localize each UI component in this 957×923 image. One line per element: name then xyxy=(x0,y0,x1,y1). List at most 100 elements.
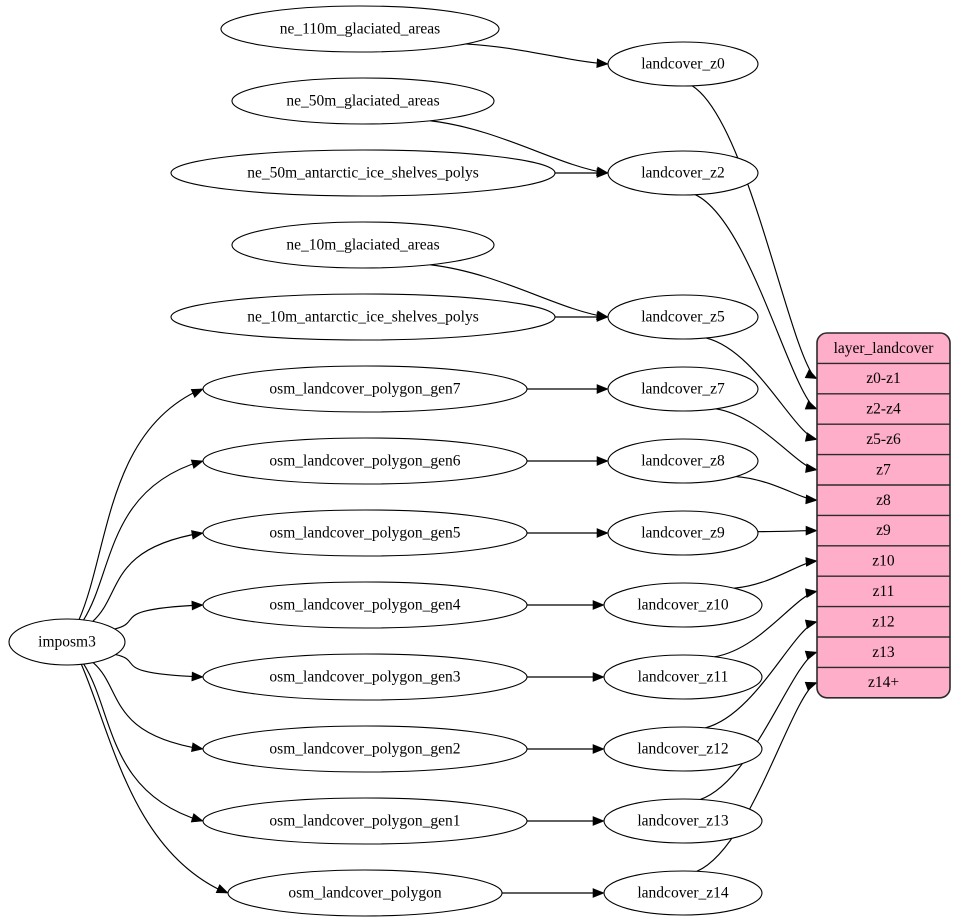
edge-imposm3-to-osm-landcover-polygon xyxy=(80,664,227,894)
node-table-osm-landcover-polygon-gen3[interactable]: osm_landcover_polygon_gen3 xyxy=(202,653,528,701)
node-label: landcover_z11 xyxy=(638,669,729,686)
edge-landcover_z14-to-layer-landcover-z14- xyxy=(696,682,816,872)
edge-landcover_z10-to-layer-landcover-z10 xyxy=(734,560,816,589)
edge-ne_10m_glaciated_areas-to-landcover-z5 xyxy=(430,264,607,318)
node-label: ne_50m_glaciated_areas xyxy=(286,93,439,110)
edge-arrowhead xyxy=(596,58,609,69)
node-view-landcover-z10[interactable]: landcover_z10 xyxy=(603,582,763,628)
node-label: osm_landcover_polygon_gen5 xyxy=(269,525,460,542)
edge-arrowhead xyxy=(804,369,818,379)
node-table-osm-landcover-polygon-gen1[interactable]: osm_landcover_polygon_gen1 xyxy=(202,797,528,845)
edge-arrowhead xyxy=(805,463,818,473)
edge-arrowhead xyxy=(592,816,605,826)
record-row-z11[interactable]: z11 xyxy=(873,583,895,600)
edge-arrowhead xyxy=(804,619,818,630)
node-ne-ne-50m-antarctic-ice-shelves-polys[interactable]: ne_50m_antarctic_ice_shelves_polys xyxy=(170,149,556,197)
edge-arrowhead xyxy=(190,388,204,398)
edge-arrowhead xyxy=(190,813,204,823)
edge-arrowhead xyxy=(805,588,818,598)
edge-landcover_z5-to-layer-landcover-z5-z6 xyxy=(705,337,816,440)
node-label: osm_landcover_polygon_gen6 xyxy=(269,453,460,470)
node-table-osm-landcover-polygon-gen7[interactable]: osm_landcover_polygon_gen7 xyxy=(202,365,528,413)
node-view-landcover-z11[interactable]: landcover_z11 xyxy=(603,654,763,700)
edge-arrowhead xyxy=(592,600,605,610)
edge-imposm3-to-osm-landcover-polygon-gen7 xyxy=(78,388,202,620)
node-view-landcover-z14[interactable]: landcover_z14 xyxy=(603,870,763,916)
node-label: landcover_z8 xyxy=(641,453,725,470)
edge-imposm3-to-osm-landcover-polygon-gen1 xyxy=(83,663,202,822)
edge-arrowhead xyxy=(592,672,605,682)
record-row-z5-z6[interactable]: z5-z6 xyxy=(866,431,901,448)
record-row-z14-[interactable]: z14+ xyxy=(868,674,899,691)
node-table-osm-landcover-polygon-gen6[interactable]: osm_landcover_polygon_gen6 xyxy=(202,437,528,485)
node-table-osm-landcover-polygon-gen4[interactable]: osm_landcover_polygon_gen4 xyxy=(202,581,528,629)
node-layer: imposm3 ne_110m_glaciated_areas ne_50m_gla… xyxy=(8,5,763,917)
node-ne-ne-110m-glaciated-areas[interactable]: ne_110m_glaciated_areas xyxy=(220,5,500,53)
edge-arrowhead xyxy=(596,456,609,466)
record-row-z13[interactable]: z13 xyxy=(872,644,895,661)
edge-imposm3-to-osm-landcover-polygon-gen3 xyxy=(115,653,202,678)
record-row-z10[interactable]: z10 xyxy=(872,553,895,570)
node-label: osm_landcover_polygon_gen3 xyxy=(269,669,460,686)
node-view-landcover-z2[interactable]: landcover_z2 xyxy=(607,150,759,196)
edge-arrowhead xyxy=(592,888,605,898)
node-table-osm-landcover-polygon[interactable]: osm_landcover_polygon xyxy=(227,869,503,917)
edge-landcover_z2-to-layer-landcover-z2-z4 xyxy=(695,194,816,410)
edge-imposm3-to-osm-landcover-polygon-gen4 xyxy=(114,604,202,630)
node-ne-ne-10m-antarctic-ice-shelves-polys[interactable]: ne_10m_antarctic_ice_shelves_polys xyxy=(170,293,556,341)
record-header: layer_landcover xyxy=(834,340,935,357)
node-view-landcover-z12[interactable]: landcover_z12 xyxy=(603,726,763,772)
edge-arrowhead xyxy=(805,525,818,536)
node-label: landcover_z14 xyxy=(637,885,728,902)
edge-arrowhead xyxy=(592,744,605,754)
node-label: osm_landcover_polygon_gen2 xyxy=(269,741,460,758)
edge-arrowhead xyxy=(804,432,818,442)
node-label: osm_landcover_polygon xyxy=(288,885,442,902)
node-source-imposm3[interactable]: imposm3 xyxy=(8,618,126,666)
edge-arrowhead xyxy=(596,528,609,538)
edge-arrowhead xyxy=(805,494,818,505)
node-label: osm_landcover_polygon_gen7 xyxy=(269,381,460,398)
edge-ne_110m_glaciated_areas-to-landcover-z0 xyxy=(465,43,607,65)
node-label: ne_10m_antarctic_ice_shelves_polys xyxy=(247,309,479,326)
edge-arrowhead xyxy=(190,459,204,469)
record-row-z9[interactable]: z9 xyxy=(876,522,891,539)
record-row-z7[interactable]: z7 xyxy=(876,461,891,478)
edge-arrowhead xyxy=(596,312,609,322)
edge-landcover_z13-to-layer-landcover-z13 xyxy=(699,651,816,801)
node-label: landcover_z5 xyxy=(641,309,725,326)
edge-arrowhead xyxy=(191,600,204,611)
record-row-z2-z4[interactable]: z2-z4 xyxy=(866,401,901,418)
node-view-landcover-z8[interactable]: landcover_z8 xyxy=(607,438,759,484)
record-row-z12[interactable]: z12 xyxy=(872,613,894,630)
edge-imposm3-to-osm-landcover-polygon-gen5 xyxy=(92,532,202,622)
edge-ne_50m_glaciated_areas-to-landcover-z2 xyxy=(430,120,607,174)
record-row-z0-z1[interactable]: z0-z1 xyxy=(866,370,900,387)
record-layer: layer_landcover z0-z1 z2-z4 z5-z6 z7 z8 z9 z10 z… xyxy=(816,332,951,699)
node-label: ne_10m_glaciated_areas xyxy=(286,237,439,254)
node-view-landcover-z13[interactable]: landcover_z13 xyxy=(603,798,763,844)
node-table-osm-landcover-polygon-gen5[interactable]: osm_landcover_polygon_gen5 xyxy=(202,509,528,557)
node-table-osm-landcover-polygon-gen2[interactable]: osm_landcover_polygon_gen2 xyxy=(202,725,528,773)
record-row-z8[interactable]: z8 xyxy=(876,492,891,509)
node-view-landcover-z0[interactable]: landcover_z0 xyxy=(607,41,759,87)
node-view-landcover-z7[interactable]: landcover_z7 xyxy=(607,366,759,412)
edge-layer xyxy=(78,43,818,898)
edge-arrowhead xyxy=(215,884,229,894)
node-view-landcover-z5[interactable]: landcover_z5 xyxy=(607,294,759,340)
node-label: ne_50m_antarctic_ice_shelves_polys xyxy=(247,165,479,182)
edge-imposm3-to-osm-landcover-polygon-gen6 xyxy=(83,460,202,621)
node-label: osm_landcover_polygon_gen1 xyxy=(269,813,460,830)
node-ne-ne-50m-glaciated-areas[interactable]: ne_50m_glaciated_areas xyxy=(231,77,495,125)
node-label: landcover_z10 xyxy=(637,597,728,614)
node-view-landcover-z9[interactable]: landcover_z9 xyxy=(607,510,759,556)
edge-arrowhead xyxy=(804,681,818,691)
edge-arrowhead xyxy=(191,742,204,752)
node-label: landcover_z2 xyxy=(641,165,725,182)
edge-landcover_z12-to-layer-landcover-z12 xyxy=(705,621,816,729)
edge-landcover_z0-to-layer-landcover-z0-z1 xyxy=(691,85,816,379)
node-label: ne_110m_glaciated_areas xyxy=(280,21,440,38)
node-ne-ne-10m-glaciated-areas[interactable]: ne_10m_glaciated_areas xyxy=(231,221,495,269)
edge-arrowhead xyxy=(804,400,818,410)
